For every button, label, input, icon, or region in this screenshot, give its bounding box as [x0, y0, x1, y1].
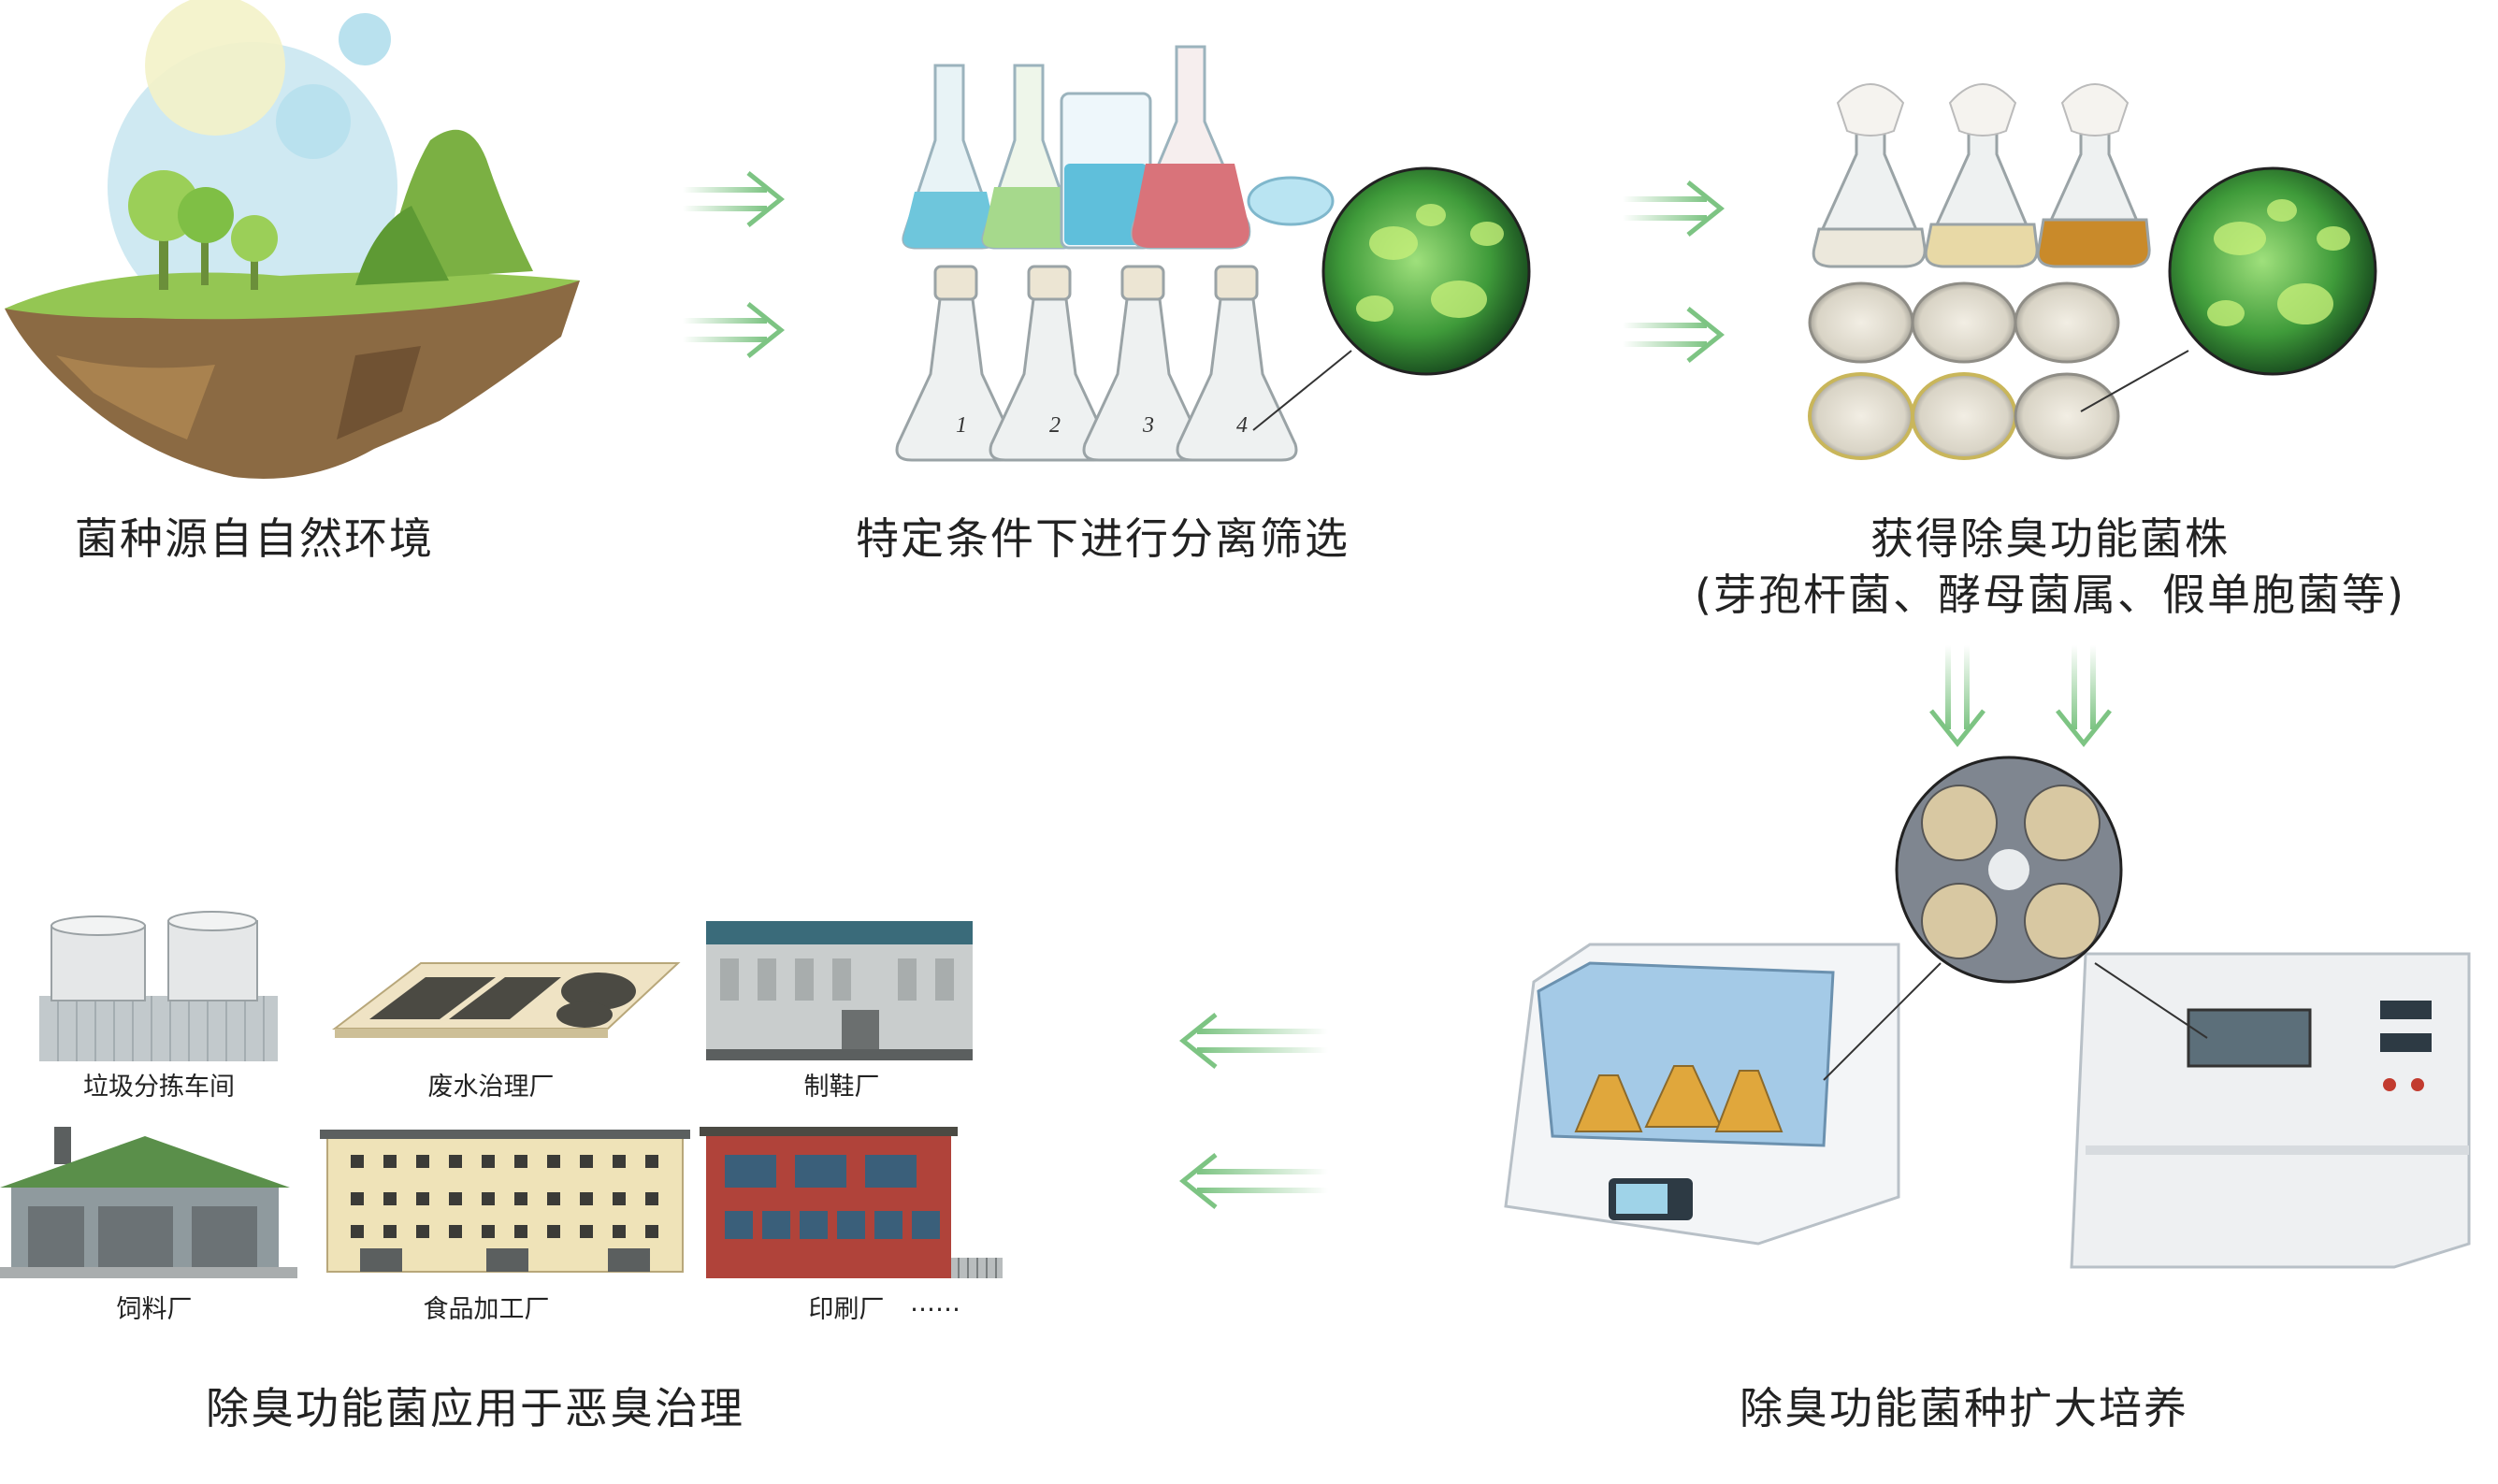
flow-arrow-down: [2056, 645, 2112, 748]
flow-arrow-right: [683, 171, 786, 227]
factory-food-processing: [320, 1130, 690, 1273]
incubator-illustration: [1504, 756, 2471, 1269]
flow-arrow-left: [1178, 1153, 1328, 1209]
flask-number: 3: [1142, 413, 1154, 438]
flow-arrow-right: [1623, 307, 1725, 363]
flask-number: 2: [1049, 413, 1061, 438]
factory-shoe-factory: [706, 921, 973, 1060]
shaker-platform-magnifier: [1895, 756, 2123, 984]
factory-feed-mill: [0, 1127, 297, 1278]
factory-waste-sorting: [39, 911, 278, 1061]
flow-arrow-left: [1178, 1013, 1328, 1069]
petri-dish-icon: [1808, 281, 2120, 460]
step-label-strain-types: (芽孢杆菌、酵母菌属、假单胞菌等): [1695, 569, 2405, 620]
cultures-illustration: [1808, 83, 2377, 460]
step-label-screening: 特定条件下进行分离筛选: [856, 513, 1350, 564]
flask-number: 1: [956, 413, 967, 438]
factory-label: 垃圾分拣车间: [83, 1073, 235, 1102]
ellipsis: ……: [910, 1289, 960, 1318]
factory-label: 饲料厂: [116, 1295, 193, 1324]
step-label-application: 除臭功能菌应用于恶臭治理: [206, 1383, 744, 1434]
microbe-magnifier: [1321, 166, 1531, 376]
factory-wastewater-plant: [332, 962, 681, 1038]
step-label-nature: 菌种源自自然环境: [75, 513, 434, 564]
factory-printing-plant: [700, 1127, 1003, 1278]
factory-label: 食品加工厂: [423, 1295, 550, 1324]
factory-label: 印刷厂: [808, 1295, 885, 1324]
step-label-cultivation: 除臭功能菌种扩大培养: [1740, 1383, 2188, 1434]
tree-icon: [128, 170, 278, 290]
nature-island-illustration: [5, 0, 580, 479]
step-label-strains: 获得除臭功能菌株: [1870, 513, 2230, 564]
lab-glassware-illustration: 1 2 3 4: [895, 45, 1531, 462]
microbe-magnifier: [2168, 166, 2377, 376]
factory-label: 废水治理厂: [427, 1073, 555, 1102]
factory-label: 制鞋厂: [803, 1073, 880, 1102]
flow-arrow-down: [1929, 645, 1985, 748]
flask-number: 4: [1236, 413, 1248, 438]
flow-arrow-right: [683, 302, 786, 358]
flow-arrow-right: [1623, 180, 1725, 237]
